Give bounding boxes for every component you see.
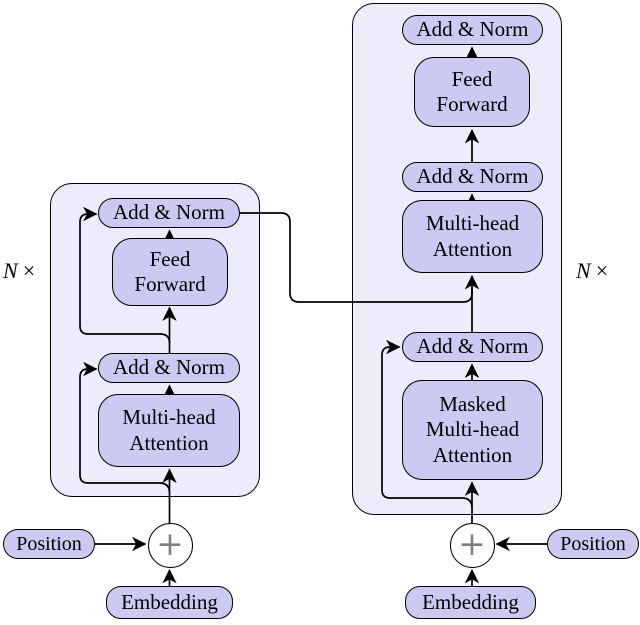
encoder-repeat-times: ×: [22, 258, 36, 283]
plus-icon: +: [156, 524, 184, 563]
decoder-add-norm-top: Add & Norm: [402, 15, 543, 45]
plus-icon: +: [458, 524, 486, 563]
decoder-masked-multi-head-attention: Masked Multi-head Attention: [402, 380, 543, 480]
decoder-repeat-times: ×: [595, 258, 609, 283]
decoder-multi-head-attention: Multi-head Attention: [402, 200, 543, 273]
encoder-repeat-n: N: [3, 258, 18, 283]
encoder-add-norm-bottom: Add & Norm: [98, 353, 240, 383]
decoder-position: Position: [547, 529, 639, 559]
decoder-repeat-label: N×: [576, 258, 608, 284]
encoder-multi-head-attention: Multi-head Attention: [98, 394, 240, 467]
decoder-add-norm-middle: Add & Norm: [402, 162, 543, 192]
encoder-sum-circle: +: [147, 523, 193, 568]
decoder-add-norm-bottom: Add & Norm: [402, 332, 543, 362]
decoder-feed-forward: Feed Forward: [414, 57, 530, 127]
decoder-sum-circle: +: [449, 523, 495, 568]
encoder-repeat-label: N×: [3, 258, 35, 284]
encoder-feed-forward: Feed Forward: [112, 238, 228, 306]
decoder-repeat-n: N: [576, 258, 591, 283]
encoder-embedding: Embedding: [106, 586, 233, 619]
encoder-position: Position: [3, 529, 95, 559]
decoder-embedding: Embedding: [405, 586, 536, 619]
encoder-add-norm-top: Add & Norm: [98, 198, 240, 228]
